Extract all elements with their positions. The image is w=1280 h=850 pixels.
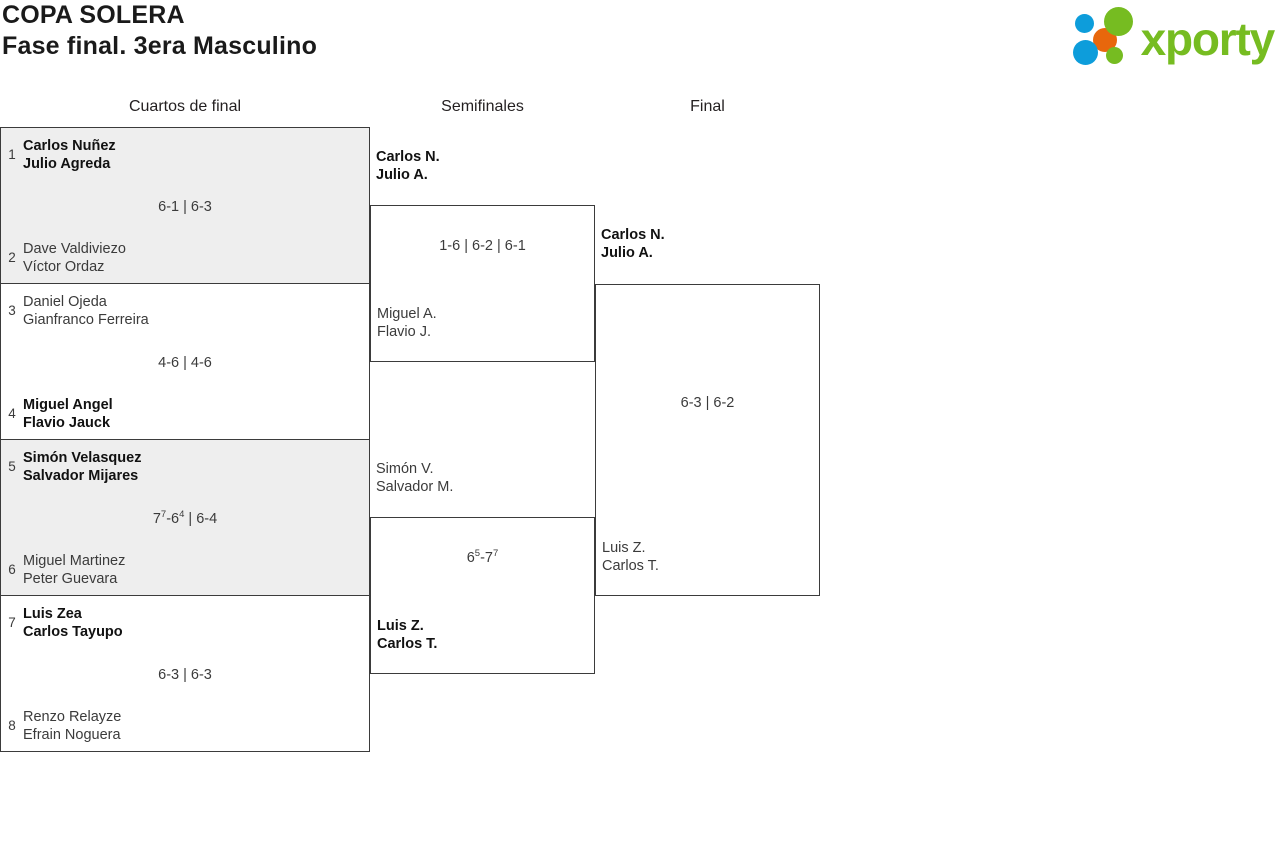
player-name-2: Peter Guevara [23, 571, 118, 587]
match-score: 6-3 | 6-2 [680, 395, 735, 411]
player-name-1: Miguel A. [377, 306, 437, 322]
match-score: 65-77 [466, 548, 499, 566]
player-name-1: Daniel Ojeda [23, 294, 107, 310]
player-name-1: Miguel Martinez [23, 553, 126, 569]
player-name-2: Julio A. [601, 245, 653, 261]
seed-number: 5 [8, 459, 16, 474]
match-quarterfinal-4[interactable]: 7 Luis Zea Carlos Tayupo 6-3 | 6-3 8 Ren… [0, 595, 370, 752]
player-name-1: Dave Valdiviezo [23, 241, 126, 257]
match-quarterfinal-1[interactable]: 1 Carlos Nuñez Julio Agreda 6-1 | 6-3 2 … [0, 127, 370, 284]
match-final[interactable]: 6-3 | 6-2 Luis Z. Carlos T. [595, 284, 820, 596]
match-score: 77-64 | 6-4 [152, 509, 218, 527]
player-name-1: Carlos N. [601, 227, 665, 243]
team-slot-top[interactable]: 3 Daniel Ojeda Gianfranco Ferreira [1, 293, 149, 329]
round-header-quarterfinals: Cuartos de final [128, 98, 242, 115]
player-name-2: Gianfranco Ferreira [23, 312, 149, 328]
seed-number: 4 [8, 406, 16, 421]
player-name-2: Salvador Mijares [23, 468, 139, 484]
player-name-1: Luis Z. [377, 618, 424, 634]
logo-dot-blue-large [1072, 40, 1098, 65]
team-slot-top[interactable]: 7 Luis Zea Carlos Tayupo [1, 605, 123, 641]
tournament-phase: Fase final. 3era Masculino [2, 32, 318, 60]
player-name-2: Julio A. [376, 167, 428, 183]
team-slot-bottom[interactable]: Luis Z. Carlos T. [377, 617, 437, 653]
player-name-2: Víctor Ordaz [23, 259, 105, 275]
semifinal-2-team-top[interactable]: Simón V. Salvador M. [376, 460, 453, 496]
logo-dot-green-large [1103, 7, 1133, 36]
match-semifinal-1[interactable]: 1-6 | 6-2 | 6-1 Miguel A. Flavio J. [370, 205, 595, 362]
match-score: 6-1 | 6-3 [158, 199, 212, 215]
player-name-2: Flavio Jauck [23, 415, 111, 431]
seed-number: 2 [8, 250, 16, 265]
player-name-1: Carlos N. [376, 149, 440, 165]
player-name-1: Simón Velasquez [23, 450, 142, 466]
player-name-1: Luis Z. [602, 540, 646, 556]
player-name-2: Julio Agreda [23, 156, 111, 172]
match-score: 4-6 | 4-6 [158, 355, 212, 371]
seed-number: 8 [8, 718, 16, 733]
team-slot-bottom[interactable]: Miguel A. Flavio J. [377, 305, 437, 341]
logo-dots-icon [1072, 6, 1139, 68]
semifinal-1-team-top[interactable]: Carlos N. Julio A. [376, 148, 440, 184]
team-slot-bottom[interactable]: Luis Z. Carlos T. [602, 539, 659, 575]
team-slot-bottom[interactable]: 6 Miguel Martinez Peter Guevara [1, 552, 125, 588]
round-header-final: Final [690, 98, 725, 115]
player-name-1: Luis Zea [23, 606, 82, 622]
match-score: 6-3 | 6-3 [158, 667, 212, 683]
seed-number: 7 [8, 615, 16, 630]
team-slot-bottom[interactable]: 8 Renzo Relayze Efrain Noguera [1, 708, 121, 744]
match-score: 1-6 | 6-2 | 6-1 [439, 238, 526, 254]
player-name-2: Flavio J. [377, 324, 431, 340]
team-slot-bottom[interactable]: 2 Dave Valdiviezo Víctor Ordaz [1, 240, 126, 276]
team-slot-top[interactable]: 1 Carlos Nuñez Julio Agreda [1, 137, 116, 173]
final-team-top[interactable]: Carlos N. Julio A. [601, 226, 665, 262]
player-name-1: Carlos Nuñez [23, 138, 116, 154]
seed-number: 6 [8, 562, 16, 577]
tournament-name: COPA SOLERA [2, 1, 185, 29]
xporty-logo: xporty [1072, 6, 1276, 68]
player-name-1: Simón V. [376, 461, 434, 477]
player-name-2: Carlos T. [377, 636, 438, 652]
seed-number: 1 [8, 147, 16, 162]
team-slot-bottom[interactable]: 4 Miguel Angel Flavio Jauck [1, 396, 113, 432]
player-name-1: Miguel Angel [23, 397, 113, 413]
player-name-2: Salvador M. [376, 479, 454, 495]
seed-number: 3 [8, 303, 16, 318]
match-semifinal-2[interactable]: 65-77 Luis Z. Carlos T. [370, 517, 595, 674]
player-name-2: Carlos T. [602, 558, 659, 574]
player-name-1: Renzo Relayze [23, 709, 122, 725]
player-name-2: Carlos Tayupo [23, 624, 123, 640]
team-slot-top[interactable]: 5 Simón Velasquez Salvador Mijares [1, 449, 141, 485]
logo-wordmark: xporty [1140, 13, 1276, 65]
match-quarterfinal-3[interactable]: 5 Simón Velasquez Salvador Mijares 77-64… [0, 439, 370, 596]
player-name-2: Efrain Noguera [23, 727, 121, 743]
logo-dot-green-small [1105, 47, 1123, 64]
page-title: COPA SOLERA Fase final. 3era Masculino [0, 0, 317, 62]
match-quarterfinal-2[interactable]: 3 Daniel Ojeda Gianfranco Ferreira 4-6 |… [0, 283, 370, 440]
logo-dot-blue-small [1074, 14, 1094, 33]
round-header-semifinals: Semifinales [441, 98, 524, 115]
